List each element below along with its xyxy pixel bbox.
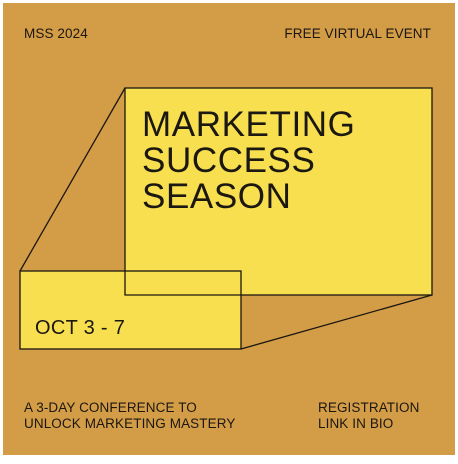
registration-note-line-2: LINK IN BIO <box>318 416 394 431</box>
registration-note-line-1: REGISTRATION <box>318 400 420 415</box>
registration-note: REGISTRATION LINK IN BIO <box>318 400 419 432</box>
event-title-line-3: SEASON <box>142 177 292 216</box>
connector-line-bottom-right <box>240 294 433 350</box>
event-title-line-2: SUCCESS <box>142 141 316 180</box>
event-dates: OCT 3 - 7 <box>35 317 126 339</box>
event-description-line-2: UNLOCK MARKETING MASTERY <box>24 416 236 431</box>
event-code: MSS 2024 <box>24 26 88 41</box>
date-panel <box>19 270 242 350</box>
event-title: MARKETING SUCCESS SEASON <box>142 107 355 215</box>
perspective-graphic <box>19 87 433 350</box>
title-panel-overlap-outline <box>124 271 241 296</box>
event-description-line-1: A 3-DAY CONFERENCE TO <box>24 400 197 415</box>
event-poster: MSS 2024 FREE VIRTUAL EVENT MARKETING SU… <box>3 3 455 455</box>
connector-line-top-left <box>19 87 126 272</box>
event-description: A 3-DAY CONFERENCE TO UNLOCK MARKETING M… <box>24 400 235 432</box>
event-title-line-1: MARKETING <box>142 105 356 144</box>
title-panel <box>124 87 433 296</box>
event-type: FREE VIRTUAL EVENT <box>284 26 431 41</box>
